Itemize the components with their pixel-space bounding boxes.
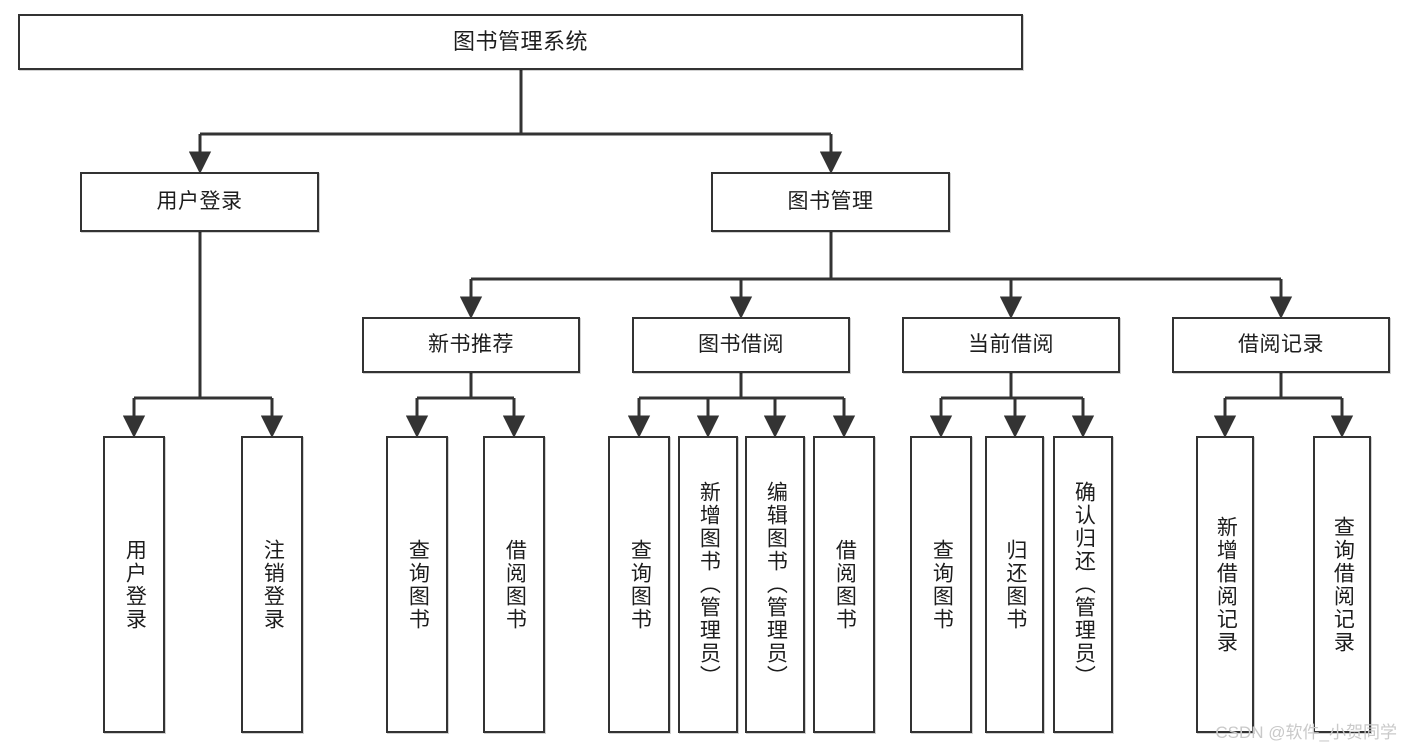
node-label: 借阅图书 [503,538,527,631]
node-label: 归还图书 [1003,538,1027,631]
node-label: 查询借阅记录 [1331,515,1355,654]
node-leaf-add-book[interactable]: 新增图书（管理员） [678,436,738,733]
node-book-borrow[interactable]: 图书借阅 [632,317,850,373]
node-label: 借阅图书 [833,538,857,631]
node-label: 图书管理 [787,189,874,213]
node-leaf-return-book[interactable]: 归还图书 [985,436,1044,733]
node-label: 用户登录 [123,538,147,631]
node-label: 图书管理系统 [452,29,588,55]
node-label: 确认归还（管理员） [1072,481,1096,688]
node-label: 注销登录 [261,538,285,631]
node-label: 用户登录 [156,189,243,213]
node-label: 当前借阅 [968,332,1054,356]
node-user-login[interactable]: 用户登录 [80,172,319,232]
node-leaf-query-book-2[interactable]: 查询图书 [608,436,670,733]
node-label: 查询图书 [628,538,652,631]
node-book-manage[interactable]: 图书管理 [711,172,950,232]
node-new-book-rec[interactable]: 新书推荐 [362,317,580,373]
watermark-text: CSDN @软件_小贺同学 [1215,723,1397,742]
node-loan-record[interactable]: 借阅记录 [1172,317,1390,373]
node-leaf-user-logout[interactable]: 注销登录 [241,436,303,733]
node-root[interactable]: 图书管理系统 [18,14,1023,70]
node-label: 借阅记录 [1238,332,1324,356]
node-leaf-edit-book[interactable]: 编辑图书（管理员） [745,436,805,733]
node-label: 编辑图书（管理员） [764,481,788,688]
node-leaf-confirm-return[interactable]: 确认归还（管理员） [1053,436,1113,733]
node-label: 新书推荐 [428,332,514,356]
node-label: 新增图书（管理员） [697,481,721,688]
node-leaf-borrow-book-2[interactable]: 借阅图书 [813,436,875,733]
node-leaf-borrow-book-1[interactable]: 借阅图书 [483,436,545,733]
node-label: 查询图书 [406,538,430,631]
node-leaf-query-book-3[interactable]: 查询图书 [910,436,972,733]
node-leaf-add-record[interactable]: 新增借阅记录 [1196,436,1254,733]
node-current-loan[interactable]: 当前借阅 [902,317,1120,373]
node-label: 查询图书 [930,538,954,631]
node-label: 新增借阅记录 [1214,515,1238,654]
node-leaf-query-book-1[interactable]: 查询图书 [386,436,448,733]
node-leaf-user-login[interactable]: 用户登录 [103,436,165,733]
node-leaf-query-record[interactable]: 查询借阅记录 [1313,436,1371,733]
node-label: 图书借阅 [698,332,784,356]
